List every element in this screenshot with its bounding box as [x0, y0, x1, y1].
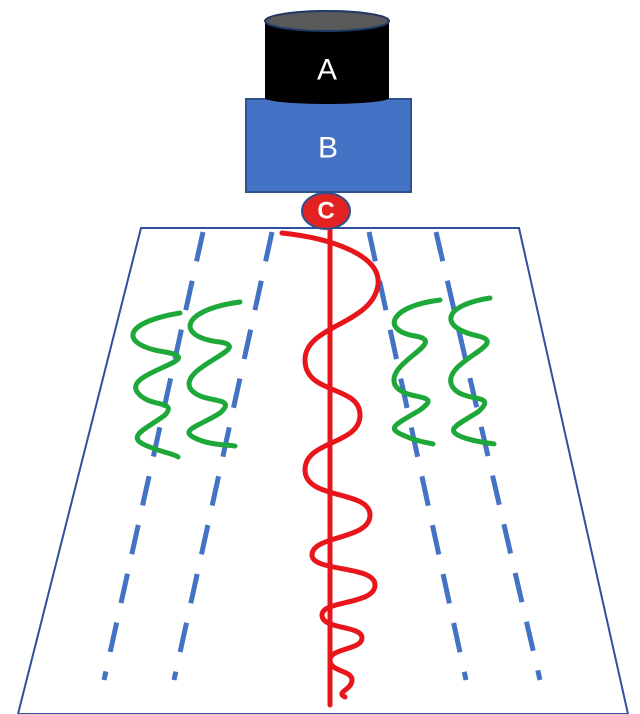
cylinder-top	[264, 10, 390, 32]
red-wave-group	[279, 225, 381, 708]
green-wave-2	[186, 299, 243, 449]
dashed-lines	[101, 231, 543, 681]
label-a: A	[317, 54, 337, 87]
label-c: C	[317, 198, 334, 225]
green-wave-1	[130, 310, 183, 460]
green-wave-3	[391, 297, 443, 447]
green-waves	[130, 295, 497, 460]
cylinder-a	[264, 10, 390, 104]
cylinder-body	[265, 20, 389, 98]
probe-c	[301, 192, 351, 230]
red-wave	[279, 230, 381, 700]
label-b: B	[318, 132, 338, 165]
dashed-line-2	[171, 231, 275, 681]
green-wave-4	[448, 295, 497, 447]
cylinder-bottom	[265, 92, 389, 104]
trapezoid-field	[16, 227, 630, 714]
dashed-line-1	[101, 231, 206, 681]
dashed-line-3	[366, 231, 469, 681]
dashed-line-4	[433, 231, 543, 681]
